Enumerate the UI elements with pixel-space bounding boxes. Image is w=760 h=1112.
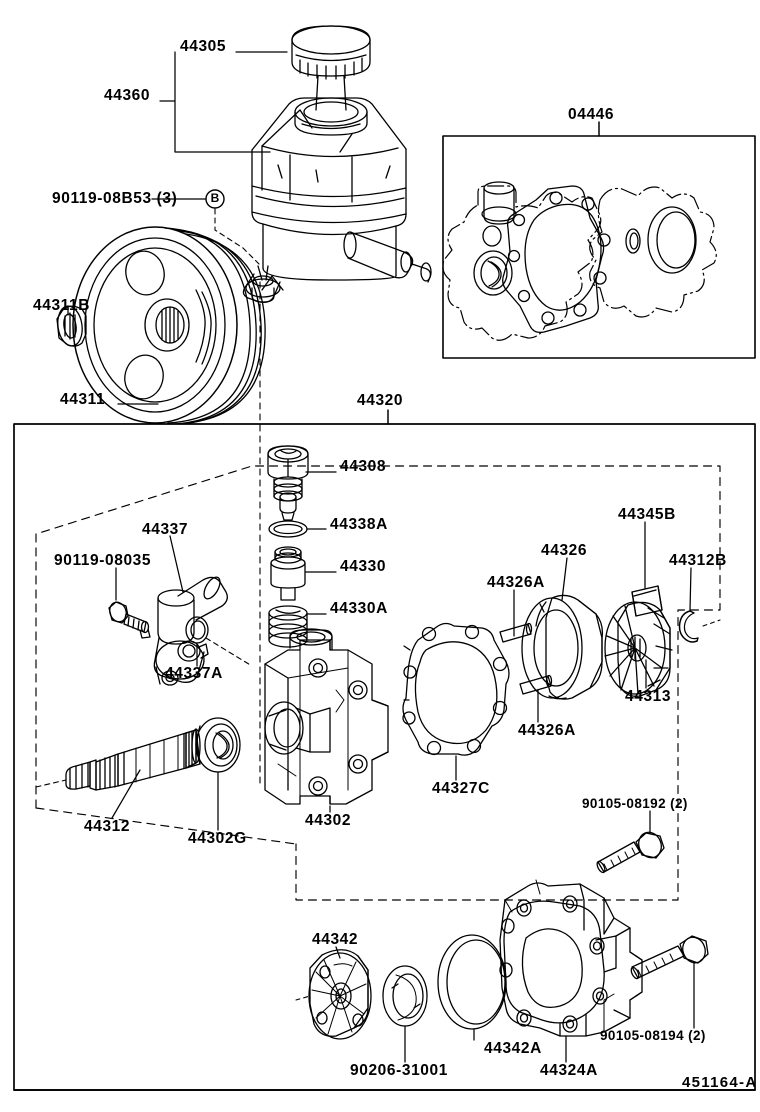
cam-ring-44326 bbox=[521, 594, 604, 700]
callout-44308: 44308 bbox=[340, 458, 387, 475]
callout-44327C: 44327C bbox=[432, 780, 490, 797]
callout-44311: 44311 bbox=[60, 391, 106, 408]
callout-90119-08B53: 90119-08B53 (3) bbox=[52, 190, 178, 207]
rotor-44313 bbox=[604, 601, 673, 697]
kit-large-o-ring bbox=[647, 206, 697, 274]
callout-44312B: 44312B bbox=[669, 552, 727, 569]
callout-44337: 44337 bbox=[142, 521, 189, 538]
valve-spring-44330A bbox=[268, 605, 308, 648]
callout-90119-08035: 90119-08035 bbox=[54, 552, 152, 569]
union-o-ring-44337A bbox=[185, 616, 209, 644]
callout-90206-31001: 90206-31001 bbox=[350, 1062, 448, 1079]
reservoir-tank-body bbox=[251, 97, 432, 291]
callout-44305: 44305 bbox=[180, 38, 227, 55]
pump-drive-shaft-44312 bbox=[65, 728, 201, 791]
callout-44337A: 44337A bbox=[165, 665, 223, 682]
relief-valve-44330 bbox=[270, 546, 306, 601]
bolt-marker-b bbox=[151, 189, 225, 209]
bolt-marker-letter: B bbox=[210, 191, 220, 205]
callout-44311B: 44311B bbox=[33, 297, 91, 314]
flange-bolt-90105-08194 bbox=[630, 935, 709, 980]
pulley-nut bbox=[56, 305, 87, 347]
callout-44320: 44320 bbox=[357, 392, 404, 409]
pump-subassembly-boundary bbox=[35, 465, 721, 901]
union-bolt-90119-08035 bbox=[108, 601, 151, 639]
pump-front-housing-44302 bbox=[264, 628, 389, 805]
callout-44345B: 44345B bbox=[618, 506, 676, 523]
wave-washer-90206-31001 bbox=[382, 965, 428, 1027]
callout-44330A: 44330A bbox=[330, 600, 388, 617]
gasket-plate bbox=[502, 185, 611, 334]
side-plate-gasket-44327C bbox=[402, 622, 510, 756]
o-ring-44338A bbox=[268, 520, 308, 538]
gasket-kit-box bbox=[442, 121, 756, 359]
callout-44324A: 44324A bbox=[540, 1062, 598, 1079]
pump-side-plate-44342 bbox=[308, 949, 372, 1040]
callout-04446: 04446 bbox=[568, 106, 615, 123]
callout-44326A-bottom: 44326A bbox=[518, 722, 576, 739]
flange-bolt-90105-08192 bbox=[596, 831, 665, 874]
dowel-pin-upper-44326A bbox=[499, 622, 533, 643]
callout-44312: 44312 bbox=[84, 818, 131, 835]
reservoir-filler-neck bbox=[294, 97, 368, 136]
callout-44342: 44342 bbox=[312, 931, 359, 948]
suction-union-44337 bbox=[153, 576, 228, 686]
reservoir-cap bbox=[291, 25, 371, 80]
callout-44360: 44360 bbox=[104, 87, 151, 104]
flow-control-valve-44308 bbox=[267, 445, 309, 521]
diagram-id: 451164-A bbox=[682, 1074, 758, 1091]
callout-44302: 44302 bbox=[305, 812, 352, 829]
callout-44330: 44330 bbox=[340, 558, 387, 575]
snap-ring-44312B bbox=[678, 610, 699, 643]
shaft-oil-seal-44302G bbox=[195, 717, 241, 773]
vane-plate-44345B bbox=[631, 585, 663, 617]
housing-bearing-bore bbox=[473, 250, 513, 296]
callout-44302G: 44302G bbox=[188, 830, 247, 847]
callout-44313: 44313 bbox=[625, 688, 672, 705]
callout-44326: 44326 bbox=[541, 542, 588, 559]
housing-inlet-boss bbox=[481, 181, 517, 247]
callout-44338A: 44338A bbox=[330, 516, 388, 533]
pump-rear-housing-44324A bbox=[499, 879, 643, 1037]
drive-pulley bbox=[72, 226, 266, 425]
callout-90105-08192: 90105-08192 (2) bbox=[582, 796, 688, 811]
reservoir-assembly bbox=[151, 25, 432, 304]
callout-44326A-top: 44326A bbox=[487, 574, 545, 591]
side-plate-o-ring-44342A bbox=[437, 934, 507, 1030]
callout-90105-08194: 90105-08194 (2) bbox=[600, 1028, 706, 1043]
leader-lines bbox=[67, 51, 695, 1063]
kit-oil-seal-ring bbox=[625, 228, 641, 254]
callout-44342A: 44342A bbox=[484, 1040, 542, 1057]
